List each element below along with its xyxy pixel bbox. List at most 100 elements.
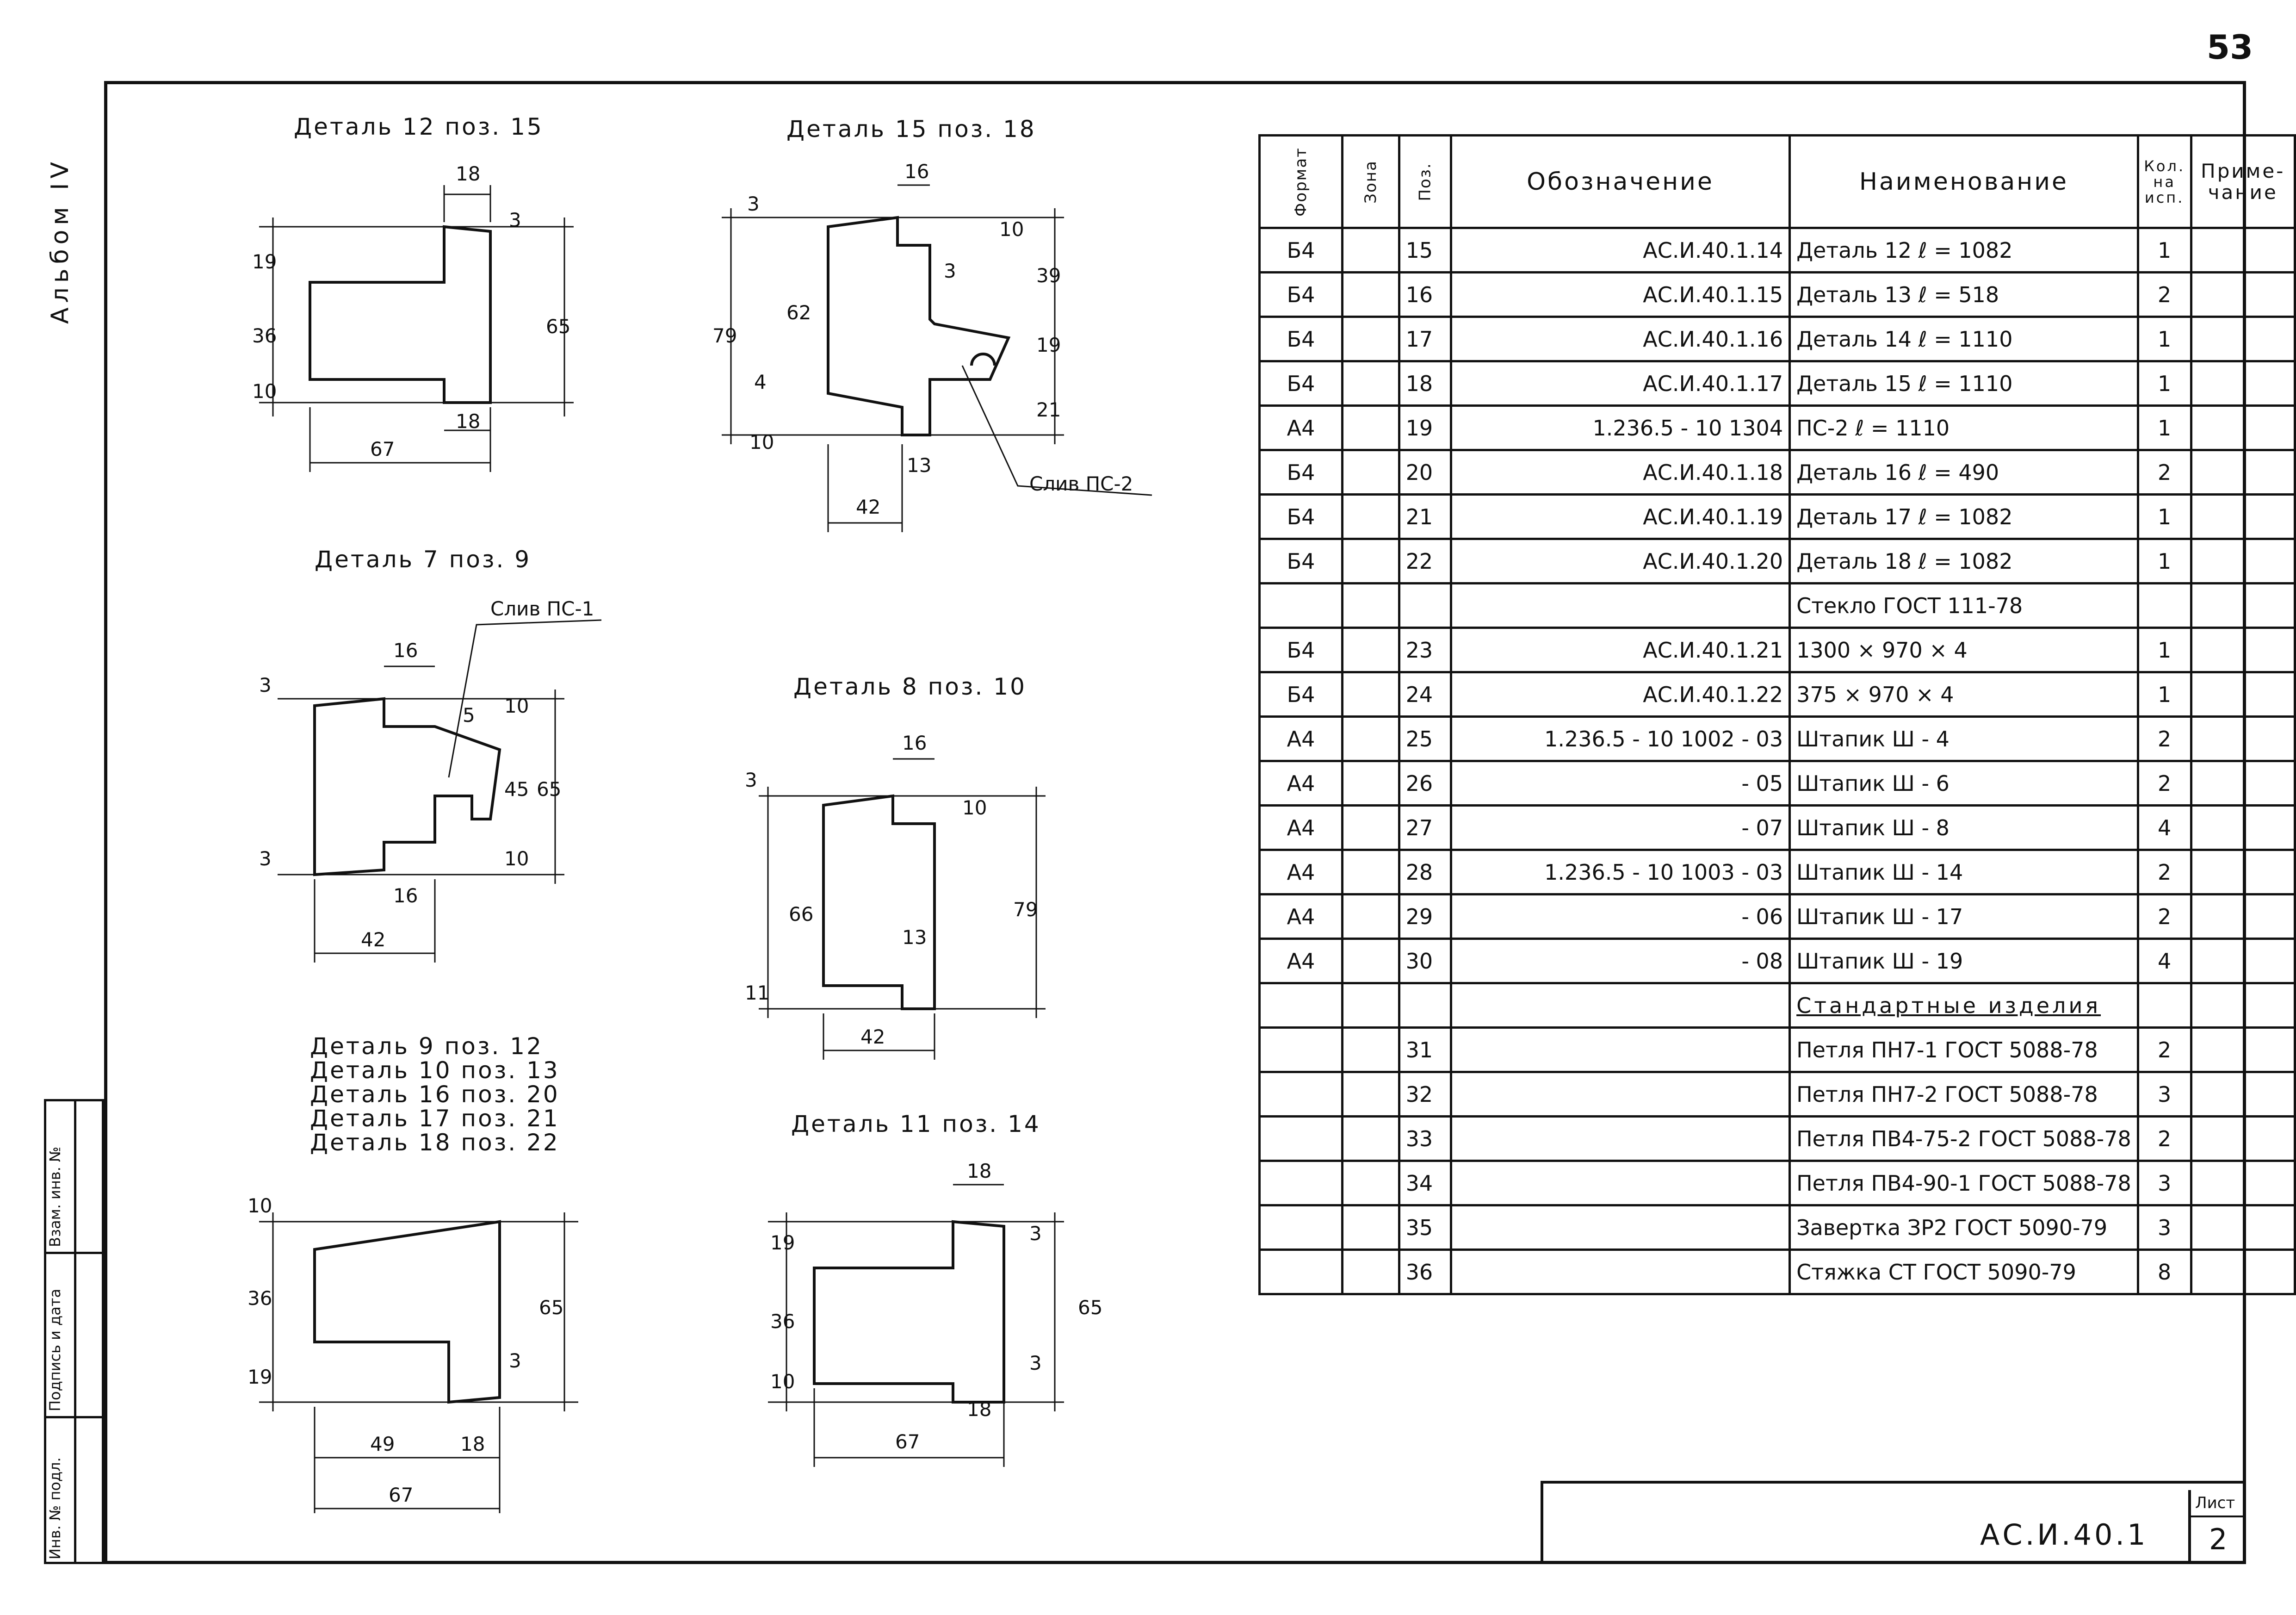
cell-designation: - 07	[1449, 804, 1791, 851]
cell-note	[2190, 1071, 2296, 1118]
detail-9-profile	[259, 1212, 578, 1513]
cell-format: А4	[1258, 849, 1343, 895]
cell-designation: АС.И.40.1.20	[1449, 538, 1791, 584]
table-row: Стандартные изделия	[1258, 982, 2296, 1029]
callout-label: Слив ПС-1	[490, 597, 594, 620]
dim-label: 21	[1036, 398, 1061, 421]
detail-12-title: Деталь 12 поз. 15	[294, 113, 544, 140]
dim-label: 18	[456, 410, 480, 433]
cell-qty: 3	[2136, 1160, 2192, 1206]
cell-zone	[1341, 760, 1400, 807]
cell-note	[2190, 582, 2296, 629]
detail-drawings: 18 3 19 36 65 10 67 18 16 3 10 62 79 39 …	[248, 160, 1152, 1513]
detail-7-profile	[278, 619, 602, 963]
cell-name: Штапик Ш - 19	[1789, 938, 2139, 984]
cell-format	[1258, 1204, 1343, 1251]
cell-designation: АС.И.40.1.22	[1449, 671, 1791, 718]
header-name: Наименование	[1789, 134, 2139, 229]
cell-format	[1258, 1071, 1343, 1118]
cell-qty: 1	[2136, 404, 2192, 451]
cell-designation	[1449, 1071, 1791, 1118]
cell-designation	[1449, 1204, 1791, 1251]
dim-label: 11	[745, 981, 769, 1004]
cell-pos: 27	[1398, 804, 1452, 851]
dim-label: 67	[389, 1484, 413, 1506]
dim-label: 13	[907, 454, 931, 477]
dim-label: 10	[252, 380, 277, 403]
cell-zone	[1341, 316, 1400, 362]
cell-zone	[1341, 1115, 1400, 1162]
detail-15-title: Деталь 15 поз. 18	[786, 116, 1036, 143]
cell-zone	[1341, 271, 1400, 318]
cell-pos: 21	[1398, 493, 1452, 540]
sheet-box	[2188, 1490, 2246, 1564]
cell-zone	[1341, 1071, 1400, 1118]
cell-name: Деталь 14 ℓ = 1110	[1789, 316, 2139, 362]
cell-note	[2190, 360, 2296, 407]
cell-format: Б4	[1258, 493, 1343, 540]
cell-name: 1300 × 970 × 4	[1789, 627, 2139, 673]
header-note: Приме- чание	[2190, 134, 2296, 229]
detail-18-title-line: Деталь 18 поз. 22	[310, 1129, 560, 1156]
cell-format: Б4	[1258, 316, 1343, 362]
cell-zone	[1341, 582, 1400, 629]
cell-qty: 2	[2136, 849, 2192, 895]
cell-zone	[1341, 493, 1400, 540]
cell-zone	[1341, 849, 1400, 895]
cell-designation: АС.И.40.1.17	[1449, 360, 1791, 407]
cell-format: Б4	[1258, 227, 1343, 273]
cell-format: Б4	[1258, 449, 1343, 496]
dim-label: 16	[902, 732, 927, 754]
dim-label: 10	[504, 847, 529, 870]
cell-zone	[1341, 893, 1400, 940]
cell-pos: 32	[1398, 1071, 1452, 1118]
dim-label: 3	[509, 1349, 521, 1372]
document-code: АС.И.40.1	[1980, 1518, 2148, 1552]
dim-label: 45	[504, 778, 529, 801]
cell-zone	[1341, 715, 1400, 762]
cell-qty: 1	[2136, 493, 2192, 540]
cell-designation	[1449, 982, 1791, 1029]
cell-format: А4	[1258, 760, 1343, 807]
cell-designation: АС.И.40.1.14	[1449, 227, 1791, 273]
cell-designation	[1449, 582, 1791, 629]
dim-label: 3	[1029, 1352, 1042, 1374]
cell-name: Штапик Ш - 8	[1789, 804, 2139, 851]
cell-zone	[1341, 1160, 1400, 1206]
cell-designation: 1.236.5 - 10 1003 - 03	[1449, 849, 1791, 895]
detail-9-title: Деталь 9 поз. 12 Деталь 10 поз. 13 Детал…	[310, 1034, 560, 1155]
cell-qty: 2	[2136, 1115, 2192, 1162]
cell-pos: 16	[1398, 271, 1452, 318]
cell-qty: 4	[2136, 938, 2192, 984]
detail-15-profile	[722, 184, 1152, 532]
dim-label: 66	[789, 903, 813, 926]
cell-designation: АС.И.40.1.16	[1449, 316, 1791, 362]
detail-10-title-line: Деталь 10 поз. 13	[310, 1057, 560, 1084]
cell-qty: 2	[2136, 271, 2192, 318]
dim-label: 67	[895, 1430, 920, 1453]
cell-pos: 22	[1398, 538, 1452, 584]
dim-label: 49	[370, 1433, 395, 1455]
dim-label: 65	[546, 315, 570, 338]
cell-note	[2190, 493, 2296, 540]
cell-name: Петля ПН7-1 ГОСТ 5088-78	[1789, 1026, 2139, 1073]
cell-pos	[1398, 982, 1452, 1029]
detail-16-title-line: Деталь 16 поз. 20	[310, 1081, 560, 1108]
cell-format: Б4	[1258, 627, 1343, 673]
cell-note	[2190, 538, 2296, 584]
cell-zone	[1341, 538, 1400, 584]
dim-label: 10	[749, 431, 774, 453]
cell-note	[2190, 1026, 2296, 1073]
cell-designation: 1.236.5 - 10 1002 - 03	[1449, 715, 1791, 762]
cell-designation: - 05	[1449, 760, 1791, 807]
dim-label: 3	[1029, 1222, 1042, 1245]
dim-label: 62	[786, 301, 811, 324]
